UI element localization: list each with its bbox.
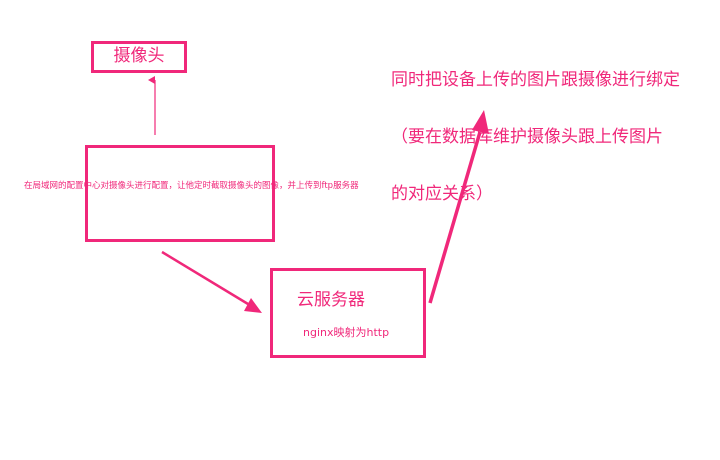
camera-node: 摄像头 [91, 41, 187, 73]
arrow-lan-to-server [161, 250, 249, 306]
annotation-line: （要在数据库维护摄像头跟上传图片 [391, 127, 663, 147]
cloud-server-subtitle: nginx映射为http [303, 326, 390, 339]
cloud-server-title: 云服务器 [297, 290, 365, 310]
annotation-line: 同时把设备上传的图片跟摄像进行绑定 [391, 70, 680, 90]
lan-config-note: 在局域网的配置中心对摄像头进行配置，让他定时截取摄像头的图像，并上传到ftp服务… [24, 181, 359, 191]
camera-label: 摄像头 [113, 46, 165, 67]
arrow-server-to-note-head [472, 110, 489, 134]
binding-annotation: 同时把设备上传的图片跟摄像进行绑定 （要在数据库维护摄像头跟上传图片 的对应关系… [391, 33, 680, 242]
lan-config-node [85, 145, 275, 242]
arrow-server-to-note [428, 131, 482, 304]
arrow-lan-to-server-head [244, 298, 262, 313]
annotation-line: 的对应关系） [391, 184, 493, 204]
cloud-server-node [270, 268, 426, 358]
